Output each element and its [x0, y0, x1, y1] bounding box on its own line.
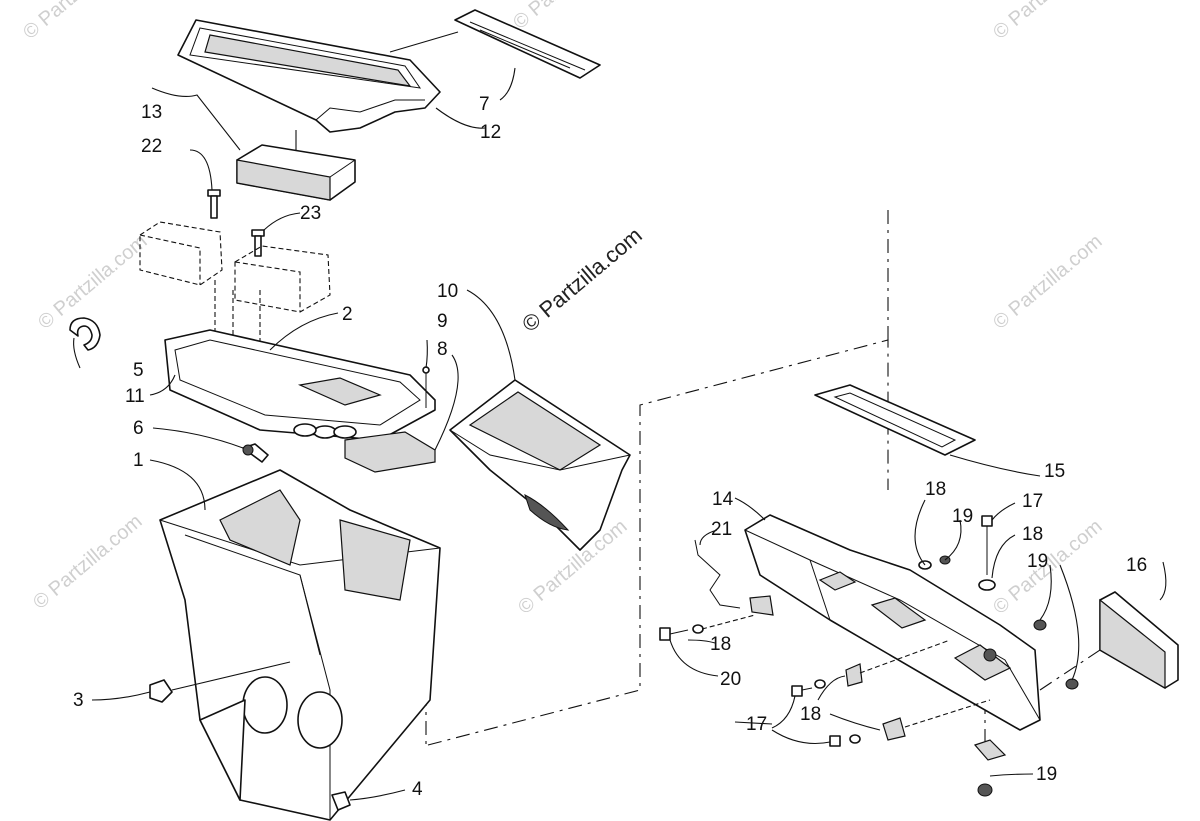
callout-22: 22	[141, 136, 162, 157]
part-15-gasket	[814, 384, 976, 456]
part-23-bolt	[251, 229, 265, 257]
part-8-gasket	[344, 431, 436, 473]
part-13-filter	[236, 144, 356, 201]
callout-20: 20	[720, 669, 741, 690]
callout-18d: 18	[800, 704, 821, 725]
callout-21: 21	[711, 519, 732, 540]
part-4-plug	[331, 791, 351, 811]
callout-9: 9	[437, 311, 448, 332]
part-7-decal	[454, 9, 601, 79]
part-6-fitting	[242, 443, 269, 463]
watermark-faint: © Partzilla.com	[19, 0, 136, 44]
watermark-faint: © Partzilla.com	[989, 230, 1106, 333]
leader-lines	[73, 67, 1167, 801]
callout-19b: 19	[1027, 551, 1048, 572]
part-12-airbox-lid	[177, 19, 441, 133]
hardware-17-18-19	[791, 515, 1079, 797]
part-14-silencer	[744, 514, 1041, 731]
part-5-clamp	[69, 317, 101, 351]
callout-3: 3	[73, 690, 84, 711]
callout-15: 15	[1044, 461, 1065, 482]
callout-4: 4	[412, 779, 423, 800]
part-1-airbox	[159, 469, 441, 821]
part-11-tray	[164, 329, 436, 441]
callout-23: 23	[300, 203, 321, 224]
part-20-bolt	[659, 624, 704, 641]
callout-5: 5	[133, 360, 144, 381]
callout-19: 19	[952, 506, 973, 527]
part-21-bracket	[694, 539, 774, 616]
callout-7: 7	[479, 94, 490, 115]
watermark-faint: © Partzilla.com	[29, 510, 146, 613]
part-22-bolt	[207, 189, 221, 219]
callout-12: 12	[480, 122, 501, 143]
callout-11: 11	[125, 386, 145, 407]
callout-17b: 17	[746, 714, 767, 735]
callout-labels: 1 2 3 4 5 6 7 8 9 10 11 12 13 14 15 16 1…	[73, 94, 1147, 800]
watermark-faint: © Partzilla.com	[34, 230, 151, 333]
part-3-clip	[149, 679, 173, 703]
part-16-filter	[1099, 591, 1179, 690]
callout-19c: 19	[1036, 764, 1057, 785]
callout-8: 8	[437, 339, 448, 360]
callout-18b: 18	[1022, 524, 1043, 545]
callout-6: 6	[133, 418, 144, 439]
callout-14: 14	[712, 489, 734, 510]
watermark-faint: © Partzilla.com	[989, 0, 1106, 44]
callout-18c: 18	[710, 634, 731, 655]
part-10-intake-duct	[449, 379, 631, 551]
callout-13: 13	[141, 102, 162, 123]
callout-2: 2	[342, 304, 353, 325]
callout-16: 16	[1126, 555, 1147, 576]
callout-17: 17	[1022, 491, 1043, 512]
watermark-faint: © Partzilla.com	[509, 0, 626, 34]
callout-18: 18	[925, 479, 946, 500]
watermark-main: © Partzilla.com	[517, 222, 647, 336]
callout-10: 10	[437, 281, 458, 302]
callout-1: 1	[133, 450, 144, 471]
